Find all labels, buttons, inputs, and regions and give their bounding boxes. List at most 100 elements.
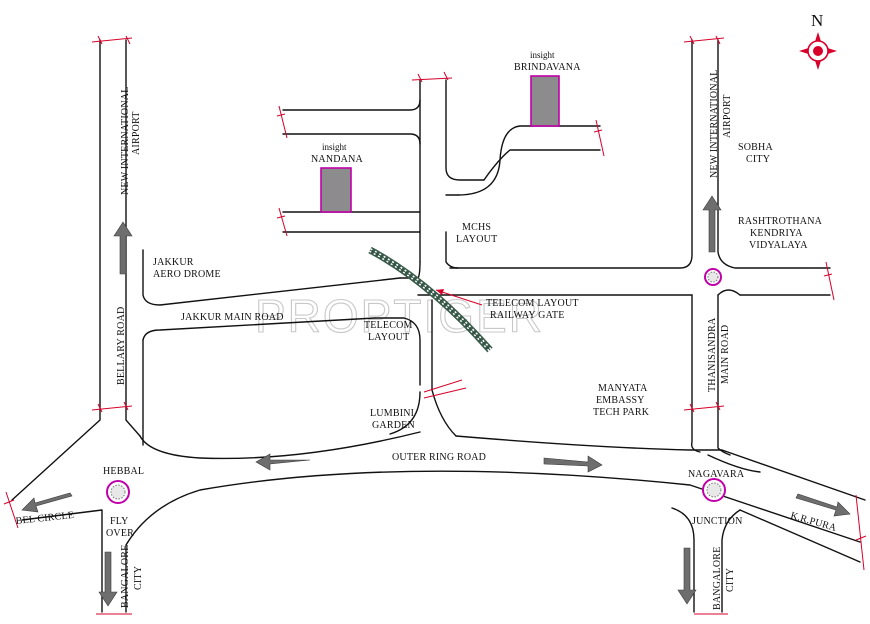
railway-gate-pointer bbox=[435, 289, 483, 306]
lumbini-line2: GARDEN bbox=[372, 420, 415, 431]
new-airport-right-line2: AIRPORT bbox=[722, 94, 733, 138]
break-mark bbox=[91, 35, 133, 45]
outer-ring-road-north-edge-west bbox=[139, 431, 421, 460]
break-mark bbox=[823, 261, 835, 301]
bangalore-city-road-west-edge bbox=[671, 507, 695, 613]
nagavara-label: NAGAVARA bbox=[688, 469, 745, 480]
rashtrothana-line3: VIDYALAYA bbox=[749, 240, 808, 251]
break-mark bbox=[276, 207, 288, 237]
telecom-layout-road-west bbox=[374, 317, 421, 386]
fly-over-line1: FLY bbox=[110, 516, 129, 527]
thanisandra-line2: MAIN ROAD bbox=[720, 325, 731, 384]
arrow-up-icon bbox=[702, 195, 722, 253]
middle-street-east bbox=[445, 79, 485, 181]
arrow-up-icon bbox=[113, 221, 133, 275]
break-mark bbox=[276, 105, 288, 139]
rashtrothana-line2: KENDRIYA bbox=[750, 228, 803, 239]
jakkur-road-south-edge bbox=[142, 317, 376, 341]
new-airport-left-line1: NEW INTERNATIONAL bbox=[120, 87, 131, 195]
bel-circle-road-edge bbox=[21, 509, 103, 613]
mchs-layout-line1: MCHS bbox=[462, 222, 491, 233]
arrow-left-icon bbox=[21, 492, 73, 513]
roundabout-center bbox=[706, 482, 722, 498]
mchs-layout-line2: LAYOUT bbox=[456, 234, 497, 245]
nagavara-curve bbox=[707, 454, 761, 473]
nandana-label-line1: insight bbox=[322, 142, 347, 152]
arrow-down-icon bbox=[677, 547, 697, 605]
break-mark bbox=[91, 401, 133, 413]
bangalore-city-right-line2: CITY bbox=[725, 568, 736, 592]
manyata-line3: TECH PARK bbox=[593, 407, 650, 418]
break-mark bbox=[3, 491, 19, 529]
telecom-gate-line1: TELECOM LAYOUT bbox=[486, 298, 579, 309]
compass-north-label: N bbox=[811, 11, 823, 30]
manyata-line2: EMBASSY bbox=[596, 395, 645, 406]
arrow-left-icon bbox=[255, 453, 311, 471]
road-break-marks bbox=[3, 35, 867, 615]
brindavana-street-south bbox=[483, 149, 601, 181]
jakkur-road-north-edge bbox=[142, 249, 401, 306]
arrow-right-icon bbox=[543, 455, 603, 473]
telecom-layout-road-east bbox=[431, 299, 457, 437]
thanisandra-east-edge-south bbox=[717, 294, 731, 456]
thanisandra-east-edge-north bbox=[717, 39, 831, 269]
middle-street-south bbox=[445, 231, 459, 269]
bel-circle-label: BEL CIRCLE bbox=[15, 510, 74, 527]
lumbini-line1: LUMBINI bbox=[370, 408, 414, 419]
break-mark bbox=[423, 379, 467, 399]
arrow-right-icon bbox=[795, 493, 851, 517]
break-mark bbox=[855, 494, 867, 571]
watermark: PROPTIGER bbox=[255, 290, 544, 342]
outer-ring-road-south-edge bbox=[125, 470, 861, 613]
telecom-gate-line2: RAILWAY GATE bbox=[490, 310, 565, 321]
lumbini-garden-curve bbox=[389, 391, 421, 435]
telecom-layout-line1: TELECOM bbox=[364, 320, 413, 331]
new-airport-right-line1: NEW INTERNATIONAL bbox=[709, 70, 720, 178]
junction-label: JUNCTION bbox=[692, 516, 743, 527]
railway-line bbox=[368, 246, 493, 353]
brindavana-building-icon bbox=[530, 75, 560, 127]
bangalore-city-left-line1: BANGALORE bbox=[120, 545, 131, 608]
nandana-building-icon bbox=[320, 167, 352, 213]
fly-over-line2: OVER bbox=[106, 528, 134, 539]
nandana-label-line2: NANDANA bbox=[311, 154, 364, 165]
roundabouts bbox=[106, 268, 726, 504]
break-mark bbox=[411, 71, 453, 83]
direction-arrows bbox=[21, 195, 851, 607]
brindavana-street-north bbox=[457, 125, 601, 196]
bangalore-city-road-east-edge bbox=[721, 509, 741, 613]
outer-ring-road-north-edge-east bbox=[455, 435, 866, 501]
arrow-down-icon bbox=[98, 551, 118, 607]
break-mark bbox=[593, 119, 605, 157]
bangalore-city-left-line2: CITY bbox=[133, 566, 144, 590]
brindavana-label-line1: insight bbox=[530, 50, 555, 60]
compass-rose-icon: N bbox=[799, 11, 837, 70]
railway-gate-pointer-head bbox=[436, 289, 444, 295]
compass-center bbox=[813, 46, 823, 56]
jakkur-aerodrome-line2: AERO DROME bbox=[153, 269, 221, 280]
roundabout-center bbox=[110, 484, 126, 500]
nandana-street-north-bottom bbox=[282, 133, 421, 145]
new-airport-left-line2: AIRPORT bbox=[131, 111, 142, 155]
roundabout-center bbox=[707, 271, 719, 283]
telecom-layout-line2: LAYOUT bbox=[368, 332, 409, 343]
railway-rail bbox=[369, 249, 491, 351]
hebbal-label: HEBBAL bbox=[103, 466, 144, 477]
break-mark bbox=[683, 35, 725, 45]
bellary-road-west-edge bbox=[11, 39, 101, 501]
roundabout-arc bbox=[717, 289, 741, 296]
outer-ring-road-label: OUTER RING ROAD bbox=[392, 452, 486, 463]
thanisandra-west-edge-south bbox=[690, 294, 701, 453]
break-mark bbox=[683, 401, 725, 413]
rashtrothana-line1: RASHTROTHANA bbox=[738, 216, 823, 227]
sobha-city-line1: SOBHA bbox=[738, 142, 773, 153]
jakkur-aerodrome-line1: JAKKUR bbox=[153, 257, 194, 268]
jakkur-main-road-label: JAKKUR MAIN ROAD bbox=[181, 312, 284, 323]
kr-pura-label: K.R.PURA bbox=[789, 510, 838, 534]
nandana-street-north-top bbox=[282, 99, 421, 111]
bangalore-city-right-line1: BANGALORE bbox=[712, 547, 723, 610]
thanisandra-west-edge-north bbox=[449, 39, 693, 269]
kr-pura-road-edge bbox=[739, 509, 861, 563]
